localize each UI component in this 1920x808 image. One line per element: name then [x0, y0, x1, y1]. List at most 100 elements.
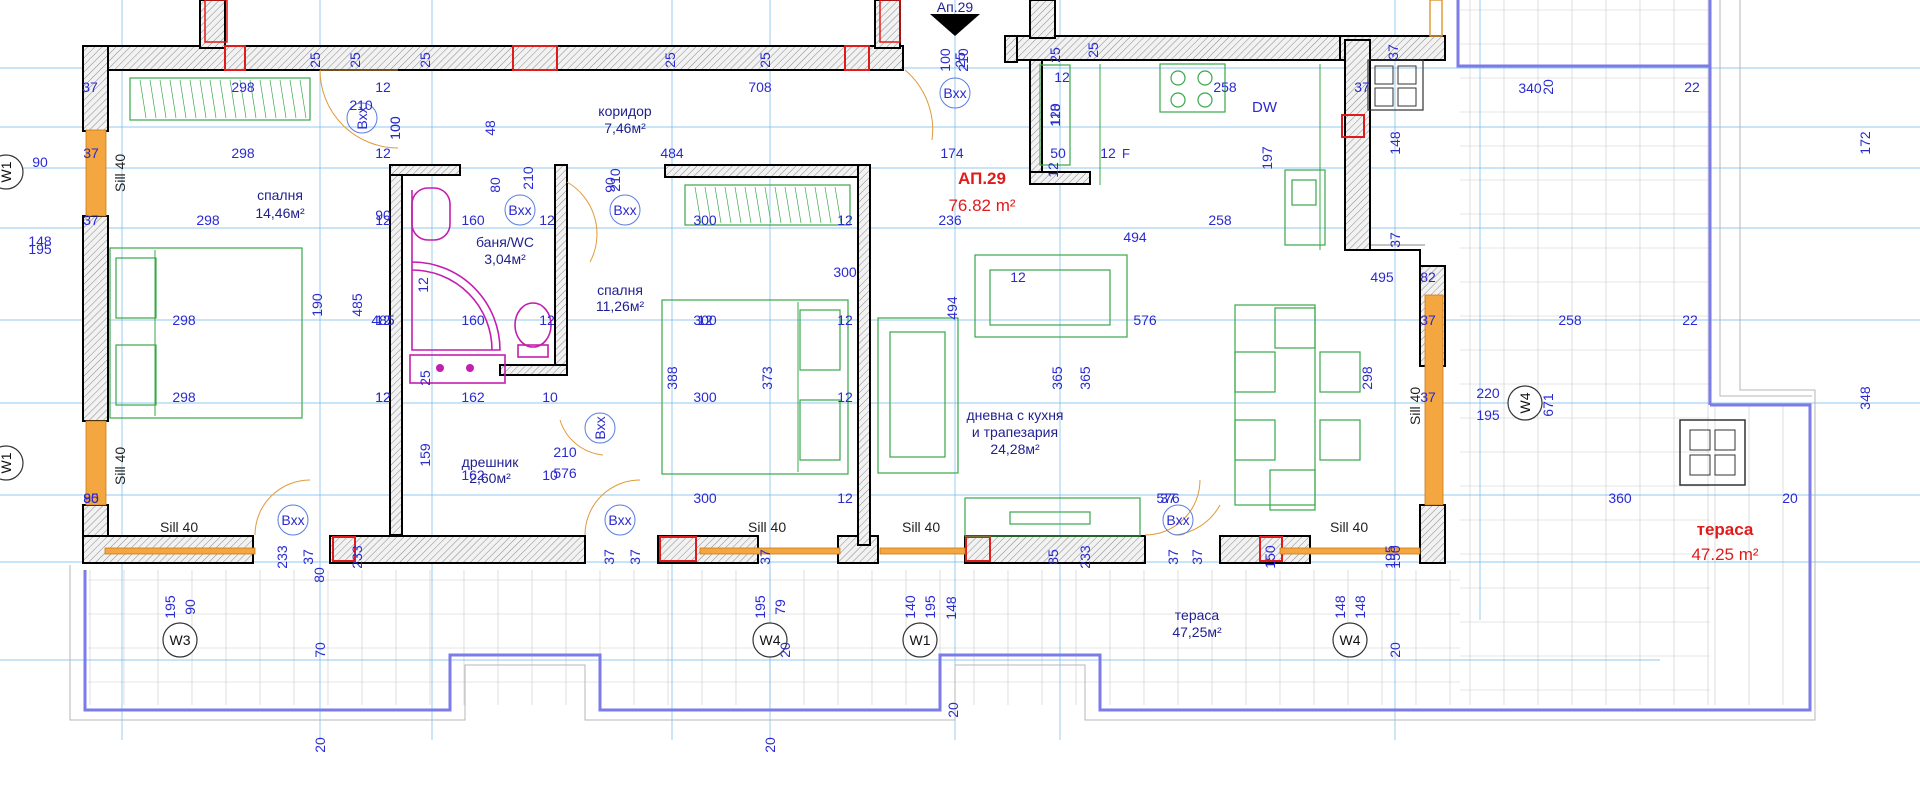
dimension-label: 20: [1387, 642, 1403, 658]
dimension-label: 340: [1518, 80, 1542, 96]
window-tag: W4: [760, 632, 781, 648]
dimension-label: 100: [387, 116, 403, 140]
outdoor-unit-icon: [1367, 59, 1746, 486]
room-area-living: 24,28м²: [990, 441, 1040, 457]
dimension-label: 37: [82, 79, 98, 95]
room-area-terrace: 47,25м²: [1172, 624, 1222, 640]
window-tag: W4: [1340, 632, 1361, 648]
dimension-label: 159: [417, 443, 433, 467]
dimension-label: 90: [375, 207, 391, 223]
dimension-label: 50: [1050, 145, 1066, 161]
walls: [82, 0, 1446, 564]
dimension-label: 150: [1387, 545, 1403, 569]
dimension-label: 25: [1047, 47, 1063, 63]
door-tag: Вхх: [508, 202, 531, 218]
dimension-label: 172: [1857, 131, 1873, 155]
dimension-label: 37: [1420, 389, 1436, 405]
dimension-label: 140: [902, 595, 918, 619]
door-tag: Вхх: [592, 416, 608, 439]
dimension-label: 12: [837, 490, 853, 506]
dimension-label: 37: [1420, 312, 1436, 328]
dimension-label: 365: [1077, 366, 1093, 390]
sill-labels: Sill 40 Sill 40 Sill 40 Sill 40 Sill 40 …: [112, 154, 1423, 535]
grid-lines: [0, 0, 1920, 740]
dimension-label: 388: [664, 366, 680, 390]
apartment-pointer-label: Ап.29: [937, 0, 974, 15]
apartment-area: 76.82 m²: [948, 196, 1015, 215]
dimension-label: 233: [274, 545, 290, 569]
dimension-label: 671: [1540, 393, 1556, 417]
dimension-label: 12: [375, 79, 391, 95]
dimension-label: 10: [542, 389, 558, 405]
dimension-label: 300: [693, 389, 717, 405]
dimension-label: 258: [1213, 79, 1237, 95]
dimension-label: 12: [375, 312, 391, 328]
dimension-label: 300: [693, 212, 717, 228]
dimension-label: 258: [1208, 212, 1232, 228]
dimension-label: 37: [757, 549, 773, 565]
furniture: [109, 63, 1361, 537]
dimension-label: 148: [1332, 595, 1348, 619]
dimension-label: 12: [1045, 162, 1061, 178]
dimension-label: 12: [415, 277, 431, 293]
dimension-label: 576: [1133, 312, 1157, 328]
dimension-label: 20: [1540, 79, 1556, 95]
dimension-label: 258: [1558, 312, 1582, 328]
dimension-label: 25: [307, 52, 323, 68]
dimension-label: 195: [162, 595, 178, 619]
window-tag: W1: [0, 161, 14, 182]
dimension-label: 37: [627, 549, 643, 565]
dimension-label: 195: [28, 241, 52, 257]
dimension-label: 12: [375, 389, 391, 405]
dimension-label: 210: [955, 48, 971, 72]
dimension-label: 360: [1608, 490, 1632, 506]
dimension-label: 90: [602, 177, 618, 193]
room-area-bathroom: 3,04м²: [484, 251, 526, 267]
room-name-living: дневна с кухня: [966, 407, 1063, 423]
dimension-label: 85: [83, 490, 99, 506]
dimension-label: 210: [520, 166, 536, 190]
dimension-label: 373: [759, 366, 775, 390]
dimension-label: 12: [375, 145, 391, 161]
dimension-label: 12: [837, 389, 853, 405]
dimension-label: 12: [1100, 145, 1116, 161]
terrace-tiles: [88, 0, 1784, 705]
dimension-label: 12: [1054, 69, 1070, 85]
dimension-label: 298: [231, 79, 255, 95]
room-area-bedroom2: 11,26м²: [596, 298, 645, 314]
dimension-label: 576: [1156, 490, 1180, 506]
dimension-label: 25: [662, 52, 678, 68]
terrace-area: 47.25 m²: [1691, 545, 1758, 564]
door-tag: Вхх: [613, 202, 636, 218]
dimension-label: 233: [1077, 545, 1093, 569]
dimension-label: 298: [196, 212, 220, 228]
bathroom-fixtures: [409, 187, 552, 384]
dimension-label: 195: [1476, 407, 1500, 423]
dimension-label: 118: [1047, 104, 1063, 127]
dimension-label: 37: [1165, 549, 1181, 565]
dimension-label: 494: [1123, 229, 1147, 245]
windows: [85, 129, 1444, 555]
terrace-railings: [69, 0, 1816, 721]
sill-label: Sill 40: [1330, 519, 1368, 535]
dimension-label: 210: [553, 444, 577, 460]
dimension-label: 80: [487, 177, 503, 193]
window-tags: W1 W1 W3 W4 W1 W4 W4: [0, 154, 1543, 658]
dimension-label: 148: [28, 233, 52, 249]
dimension-label: 48: [482, 120, 498, 136]
dimension-label: 495: [1370, 269, 1394, 285]
window-tag: W1: [910, 632, 931, 648]
dimension-label: 12: [375, 212, 391, 228]
room-name-terrace: тераса: [1175, 607, 1220, 623]
dimension-label: 12: [1010, 269, 1026, 285]
dimension-label: 12: [837, 312, 853, 328]
dimension-label: 494: [944, 296, 960, 320]
door-swings: [254, 69, 1221, 536]
entrance-arrow-icon: [930, 14, 980, 36]
dimension-label: 148: [943, 596, 959, 620]
dimension-label: 484: [660, 145, 684, 161]
room-name-closet: дрешник: [462, 454, 520, 470]
dimension-label: 148: [1387, 131, 1403, 155]
